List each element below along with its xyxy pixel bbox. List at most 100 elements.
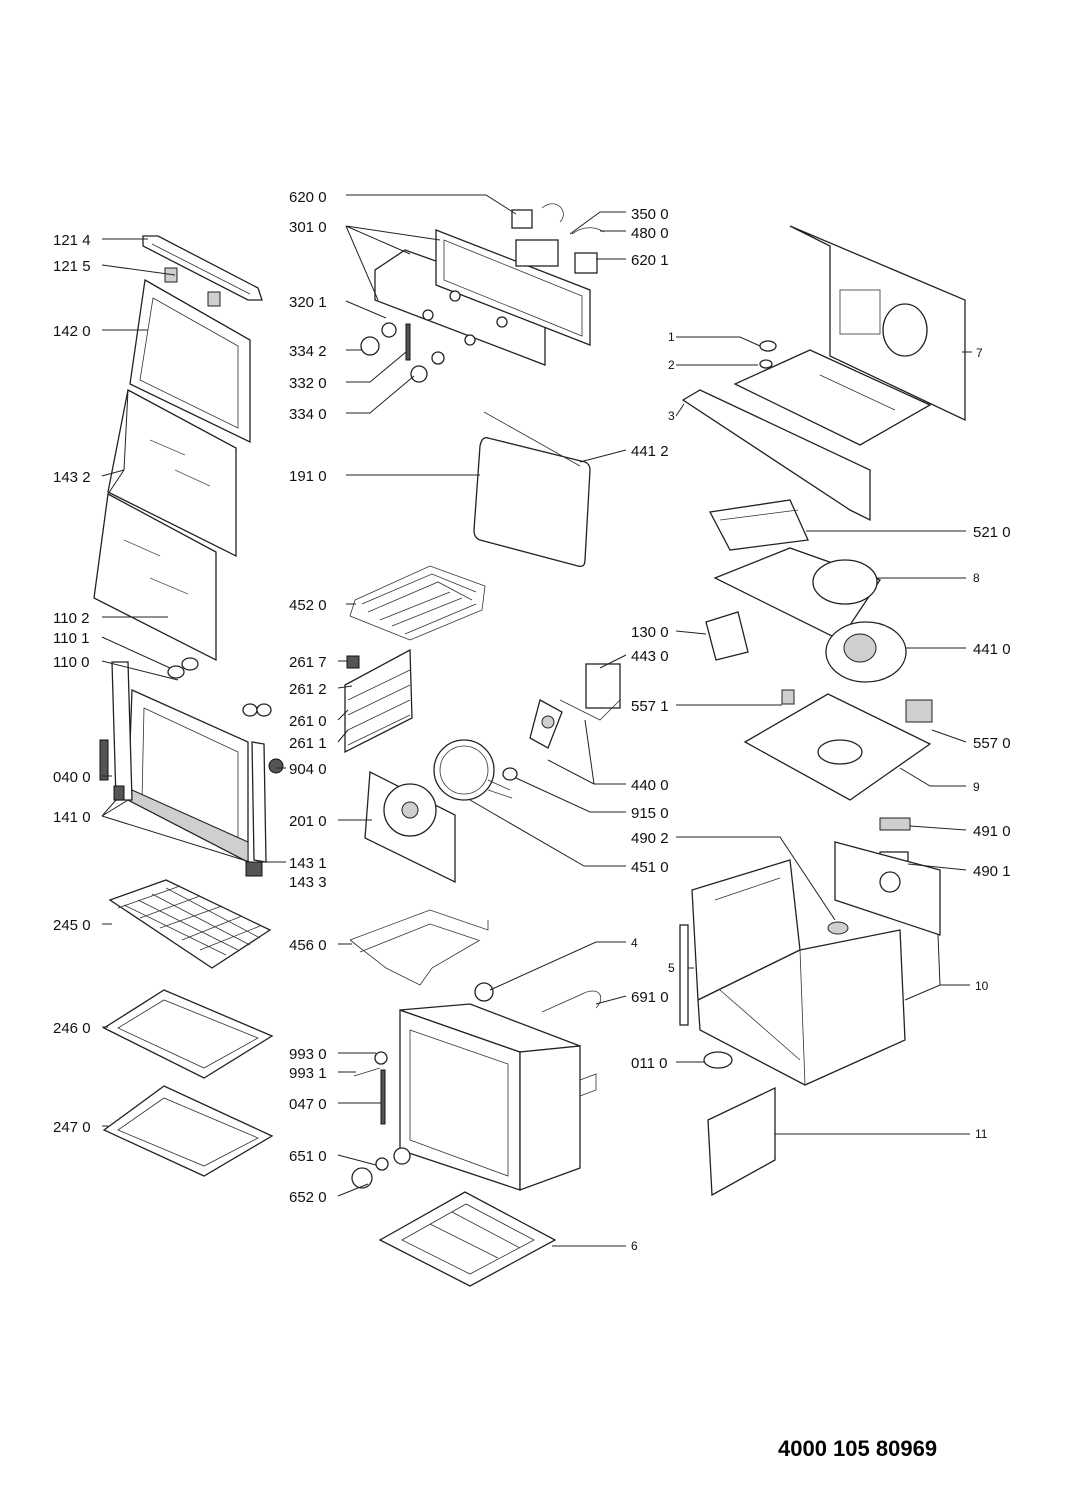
foot-part bbox=[703, 1051, 733, 1069]
fan-cover-part bbox=[364, 770, 456, 884]
label-691-0: 691 0 bbox=[631, 989, 669, 1006]
label-110-2: 110 2 bbox=[53, 610, 89, 627]
label-350-0: 350 0 bbox=[631, 206, 669, 223]
label-011-0: 011 0 bbox=[631, 1055, 667, 1072]
label-261-1: 261 1 bbox=[289, 735, 327, 752]
label-10: 10 bbox=[975, 979, 989, 993]
label-452-0: 452 0 bbox=[289, 597, 327, 614]
label-143-1: 143 1 bbox=[289, 855, 327, 872]
control-board-part bbox=[708, 499, 809, 551]
top-panel-part bbox=[681, 349, 932, 522]
washers-part bbox=[759, 340, 777, 369]
label-6: 6 bbox=[631, 1239, 638, 1253]
outer-door-glass-part bbox=[129, 278, 251, 444]
label-3: 3 bbox=[668, 409, 675, 423]
fan-motor-part bbox=[502, 663, 621, 781]
label-651-0: 651 0 bbox=[289, 1148, 327, 1165]
outer-casing-part bbox=[679, 859, 906, 1086]
label-993-1: 993 1 bbox=[289, 1065, 327, 1082]
label-620-1: 620 1 bbox=[631, 252, 669, 269]
label-652-0: 652 0 bbox=[289, 1189, 327, 1206]
label-246-0: 246 0 bbox=[53, 1020, 91, 1037]
label-440-0: 440 0 bbox=[631, 777, 669, 794]
label-040-0: 040 0 bbox=[53, 769, 91, 786]
label-451-0: 451 0 bbox=[631, 859, 669, 876]
label-141-0: 141 0 bbox=[53, 809, 91, 826]
label-993-0: 993 0 bbox=[289, 1046, 327, 1063]
inner-door-panel-part bbox=[99, 661, 284, 877]
fan-housing-part bbox=[713, 547, 882, 641]
label-261-7: 261 7 bbox=[289, 654, 327, 671]
label-480-0: 480 0 bbox=[631, 225, 669, 242]
label-110-1: 110 1 bbox=[53, 630, 89, 647]
back-panel-part bbox=[789, 225, 966, 422]
control-electronics-part bbox=[511, 203, 605, 274]
side-panel-part bbox=[707, 1086, 776, 1197]
document-code: 4000 105 80969 bbox=[778, 1436, 938, 1461]
label-490-1: 490 1 bbox=[973, 863, 1011, 880]
label-904-0: 904 0 bbox=[289, 761, 327, 778]
label-130-0: 130 0 bbox=[631, 624, 669, 641]
label-143-3: 143 3 bbox=[289, 874, 327, 891]
base-panel-part bbox=[743, 689, 933, 801]
cavity-hardware-part bbox=[351, 1051, 411, 1189]
inner-glass-lower-part bbox=[93, 492, 217, 662]
label-456-0: 456 0 bbox=[289, 937, 327, 954]
label-121-4: 121 4 bbox=[53, 232, 91, 249]
label-2: 2 bbox=[668, 358, 675, 372]
door-top-trim-part bbox=[142, 235, 263, 307]
label-047-0: 047 0 bbox=[289, 1096, 327, 1113]
label-110-0: 110 0 bbox=[53, 654, 89, 671]
control-panel-part bbox=[374, 229, 591, 366]
part-labels: 620 0 350 0 301 0 480 0 620 1 121 4 121 … bbox=[53, 189, 1011, 1253]
label-121-5: 121 5 bbox=[53, 258, 91, 275]
label-443-0: 443 0 bbox=[631, 648, 669, 665]
label-7: 7 bbox=[976, 346, 983, 360]
knobs-part bbox=[360, 322, 445, 383]
leader-lines bbox=[101, 194, 972, 1247]
label-1: 1 bbox=[668, 330, 675, 344]
label-245-0: 245 0 bbox=[53, 917, 91, 934]
label-320-1: 320 1 bbox=[289, 294, 327, 311]
oven-cavity-part bbox=[399, 1003, 597, 1191]
label-490-2: 490 2 bbox=[631, 830, 669, 847]
label-491-0: 491 0 bbox=[973, 823, 1011, 840]
label-332-0: 332 0 bbox=[289, 375, 327, 392]
label-441-0: 441 0 bbox=[973, 641, 1011, 658]
label-143-2: 143 2 bbox=[53, 469, 91, 486]
label-620-0: 620 0 bbox=[289, 189, 327, 206]
label-4: 4 bbox=[631, 936, 638, 950]
bottom-plate-part bbox=[378, 1191, 557, 1287]
label-201-0: 201 0 bbox=[289, 813, 327, 830]
baking-tray-part bbox=[102, 989, 274, 1079]
inner-glass-upper-part bbox=[107, 389, 237, 558]
label-8: 8 bbox=[973, 571, 980, 585]
label-441-2: 441 2 bbox=[631, 443, 669, 460]
lamp-and-sensor-part bbox=[474, 982, 602, 1013]
lower-element-part bbox=[349, 909, 489, 986]
label-142-0: 142 0 bbox=[53, 323, 91, 340]
label-261-2: 261 2 bbox=[289, 681, 327, 698]
drip-pan-part bbox=[102, 1085, 274, 1177]
label-191-0: 191 0 bbox=[289, 468, 327, 485]
terminal-blocks-part bbox=[834, 817, 941, 936]
label-261-0: 261 0 bbox=[289, 713, 327, 730]
shelf-guides-part bbox=[344, 648, 413, 754]
label-557-1: 557 1 bbox=[631, 698, 669, 715]
label-301-0: 301 0 bbox=[289, 219, 327, 236]
motor-and-fan-part bbox=[705, 611, 907, 683]
hinge-washers-part bbox=[167, 657, 272, 717]
label-557-0: 557 0 bbox=[973, 735, 1011, 752]
grill-element-part bbox=[349, 565, 486, 641]
label-247-0: 247 0 bbox=[53, 1119, 91, 1136]
label-334-0: 334 0 bbox=[289, 406, 327, 423]
label-5: 5 bbox=[668, 961, 675, 975]
label-915-0: 915 0 bbox=[631, 805, 669, 822]
label-334-2: 334 2 bbox=[289, 343, 327, 360]
label-11: 11 bbox=[975, 1127, 988, 1141]
circular-element-part bbox=[433, 739, 513, 801]
wire-shelf-part bbox=[108, 879, 272, 969]
label-9: 9 bbox=[973, 780, 980, 794]
label-521-0: 521 0 bbox=[973, 524, 1011, 541]
